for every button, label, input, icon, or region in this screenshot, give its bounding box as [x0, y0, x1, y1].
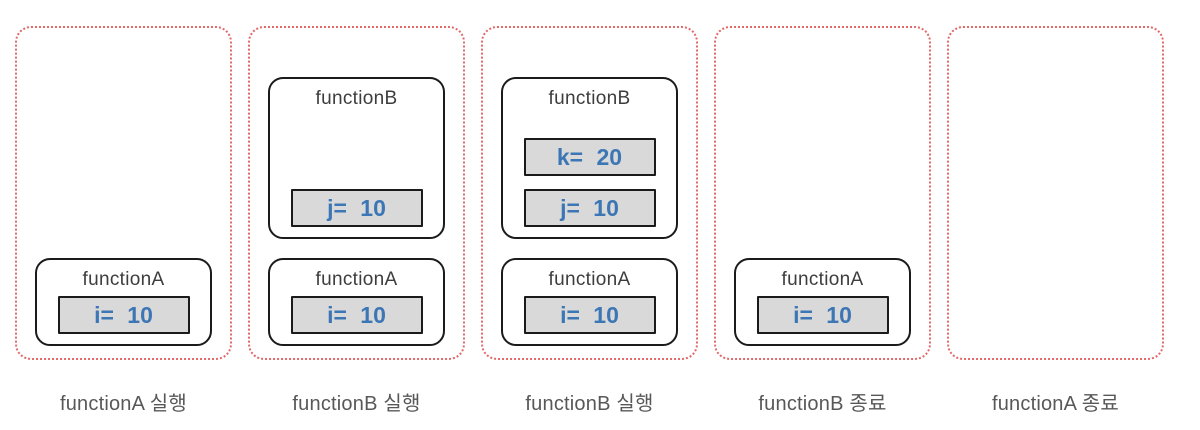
stack-frame-functionB: functionB k= 20 j= 10 [501, 77, 678, 239]
frame-label: functionB [315, 88, 398, 109]
frame-spacer [503, 111, 676, 138]
stage-column: functionB k= 20 j= 10 functionA i= 10 functi… [481, 26, 698, 416]
variable-box: i= 10 [523, 296, 656, 334]
panels-row: functionA i= 10 functionA 실행 functionB j= … [15, 26, 1164, 416]
frame-label: functionA [548, 269, 631, 290]
stage-column: functionB j= 10 functionA i= 10 functionB 실… [248, 26, 465, 416]
stage-caption: functionA 실행 [59, 393, 188, 415]
stack-frame-functionA: functionA i= 10 [501, 258, 678, 346]
stage-panel: functionA i= 10 [714, 26, 931, 360]
stack-frame-functionA: functionA i= 10 [734, 258, 911, 346]
stage-caption: functionA 종료 [991, 393, 1120, 415]
frame-spacer [270, 111, 443, 189]
stage-panel: functionB k= 20 j= 10 functionA i= 10 [481, 26, 698, 360]
stage-column: functionA i= 10 functionA 실행 [15, 26, 232, 416]
stage-panel [947, 26, 1164, 360]
stack-frame-functionA: functionA i= 10 [268, 258, 445, 346]
variable-box: k= 20 [523, 138, 656, 176]
stage-panel: functionB j= 10 functionA i= 10 [248, 26, 465, 360]
stack-frame-functionB: functionB j= 10 [268, 77, 445, 239]
frame-label: functionB [548, 88, 631, 109]
stage-column: functionA i= 10 functionB 종료 [714, 26, 931, 416]
stack-frame-functionA: functionA i= 10 [35, 258, 212, 346]
frame-label: functionA [82, 269, 165, 290]
variable-box: i= 10 [290, 296, 423, 334]
stage-caption: functionB 실행 [292, 393, 421, 415]
variable-box: j= 10 [523, 189, 656, 227]
frame-label: functionA [315, 269, 398, 290]
variable-box: j= 10 [290, 189, 423, 227]
stage-caption: functionB 실행 [525, 393, 654, 415]
stage-panel: functionA i= 10 [15, 26, 232, 360]
frame-label: functionA [781, 269, 864, 290]
variable-box: i= 10 [756, 296, 889, 334]
stage-caption: functionB 종료 [758, 393, 887, 415]
stage-column: functionA 종료 [947, 26, 1164, 416]
variable-box: i= 10 [57, 296, 190, 334]
